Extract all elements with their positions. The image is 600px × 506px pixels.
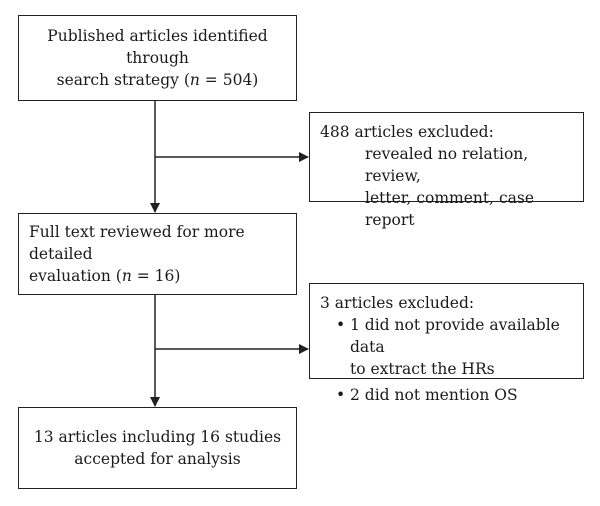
exclusion-box-1: 488 articles excluded: revealed no relat…: [309, 112, 584, 229]
identified-line-2-prefix: search strategy (: [56, 71, 190, 89]
exclusion-2-item-1-line-2: to extract the HRs: [350, 360, 495, 378]
full-text-line-2: evaluation (n = 16): [29, 265, 296, 287]
full-text-box: Full text reviewed for more detailed eva…: [18, 213, 297, 295]
exclusion-1-line-1: revealed no relation, review,: [365, 145, 529, 185]
exclusion-2-item-2-text: 2 did not mention OS: [350, 386, 518, 404]
identified-line-2: search strategy (n = 504): [19, 69, 296, 91]
exclusion-2-list: 1 did not provide available data to extr…: [320, 314, 573, 406]
identified-line-1: Published articles identified through: [47, 27, 268, 67]
exclusion-box-2: 3 articles excluded: 1 did not provide a…: [309, 283, 584, 406]
full-text-n-symbol: n: [121, 267, 132, 285]
full-text-line-1: Full text reviewed for more detailed: [29, 223, 245, 263]
exclusion-2-item-1-line-1: 1 did not provide available data: [350, 316, 560, 356]
accepted-studies-box: 13 articles including 16 studies accepte…: [18, 407, 297, 489]
identified-n-symbol: n: [189, 71, 200, 89]
exclusion-2-item-1: 1 did not provide available data to extr…: [320, 314, 573, 380]
exclusion-2-item-2: 2 did not mention OS: [320, 384, 573, 406]
identified-articles-box: Published articles identified through se…: [18, 15, 297, 101]
accepted-line-2: accepted for analysis: [74, 450, 241, 468]
full-text-line-2-prefix: evaluation (: [29, 267, 122, 285]
exclusion-2-title: 3 articles excluded:: [320, 294, 475, 312]
accepted-line-1: 13 articles including 16 studies: [33, 428, 282, 446]
exclusion-1-line-2: letter, comment, case report: [365, 189, 535, 229]
exclusion-1-title: 488 articles excluded:: [320, 123, 494, 141]
full-text-line-2-suffix: = 16): [131, 267, 181, 285]
identified-line-2-suffix: = 504): [199, 71, 259, 89]
